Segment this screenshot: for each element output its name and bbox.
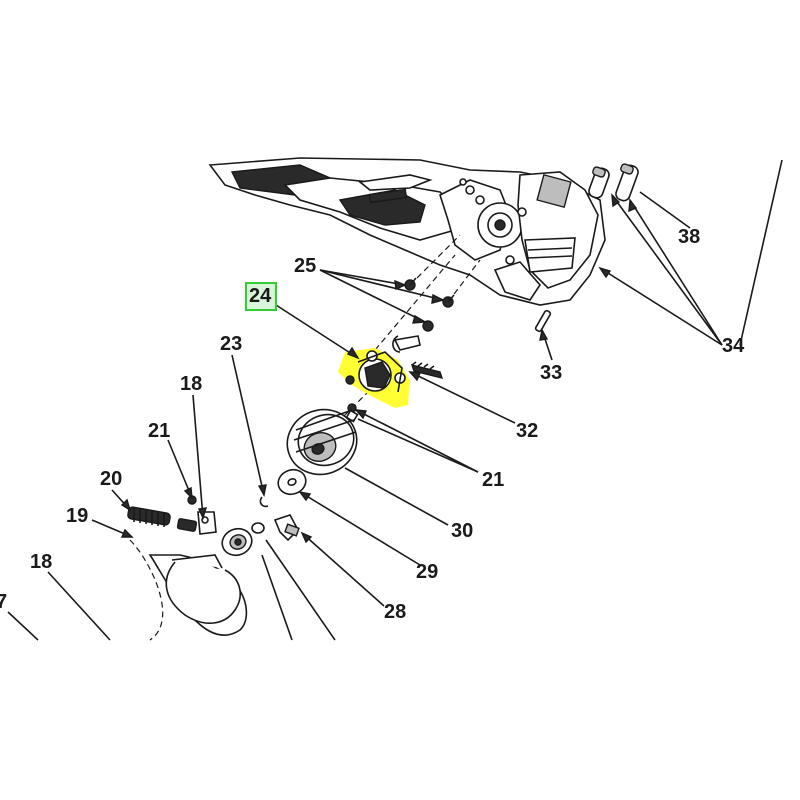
highlight-box-24	[245, 282, 277, 311]
engine-housing	[208, 157, 606, 306]
assembly-line-25b	[447, 259, 481, 303]
assembly-line-24	[374, 254, 456, 351]
part-18-21-assembly	[176, 495, 217, 535]
part-25-screws	[404, 277, 455, 332]
part-pulley	[221, 527, 253, 557]
callout-7: 7	[0, 591, 7, 613]
callout-25: 25	[294, 255, 316, 277]
callout-24: 24	[249, 285, 272, 307]
callout-30: 30	[451, 520, 473, 542]
part-23-clip	[259, 496, 269, 508]
callout-18-upper: 18	[180, 373, 202, 395]
part-24-highlight	[338, 348, 410, 408]
callout-34: 34	[722, 335, 745, 357]
callout-18-lower: 18	[30, 551, 52, 573]
callout-labels: 24 25 23 18 21 20 19 18 7 21 30 29 28 32…	[0, 226, 745, 623]
callout-21-left: 21	[148, 420, 170, 442]
callout-29: 29	[416, 561, 438, 583]
leader-lines	[7, 159, 783, 641]
callout-33: 33	[540, 362, 562, 384]
part-29-washer	[277, 468, 307, 496]
callout-23: 23	[220, 333, 242, 355]
part-28-ring	[251, 522, 265, 534]
part-20-spring	[127, 506, 171, 527]
callout-20: 20	[100, 468, 122, 490]
part-33-pin	[534, 309, 552, 333]
callout-32: 32	[516, 420, 538, 442]
assembly-line-25a	[409, 234, 461, 286]
part-30-clutch-drum	[286, 408, 358, 476]
part-29-fitting	[273, 514, 300, 542]
part-19-brake-band	[129, 539, 248, 641]
part-32-spring	[392, 335, 444, 379]
callout-28: 28	[384, 601, 406, 623]
callout-21-right: 21	[482, 469, 504, 491]
part-24-assembly	[345, 350, 406, 393]
callout-38: 38	[678, 226, 700, 248]
callout-19: 19	[66, 505, 88, 527]
part-38-tubes	[588, 163, 639, 202]
